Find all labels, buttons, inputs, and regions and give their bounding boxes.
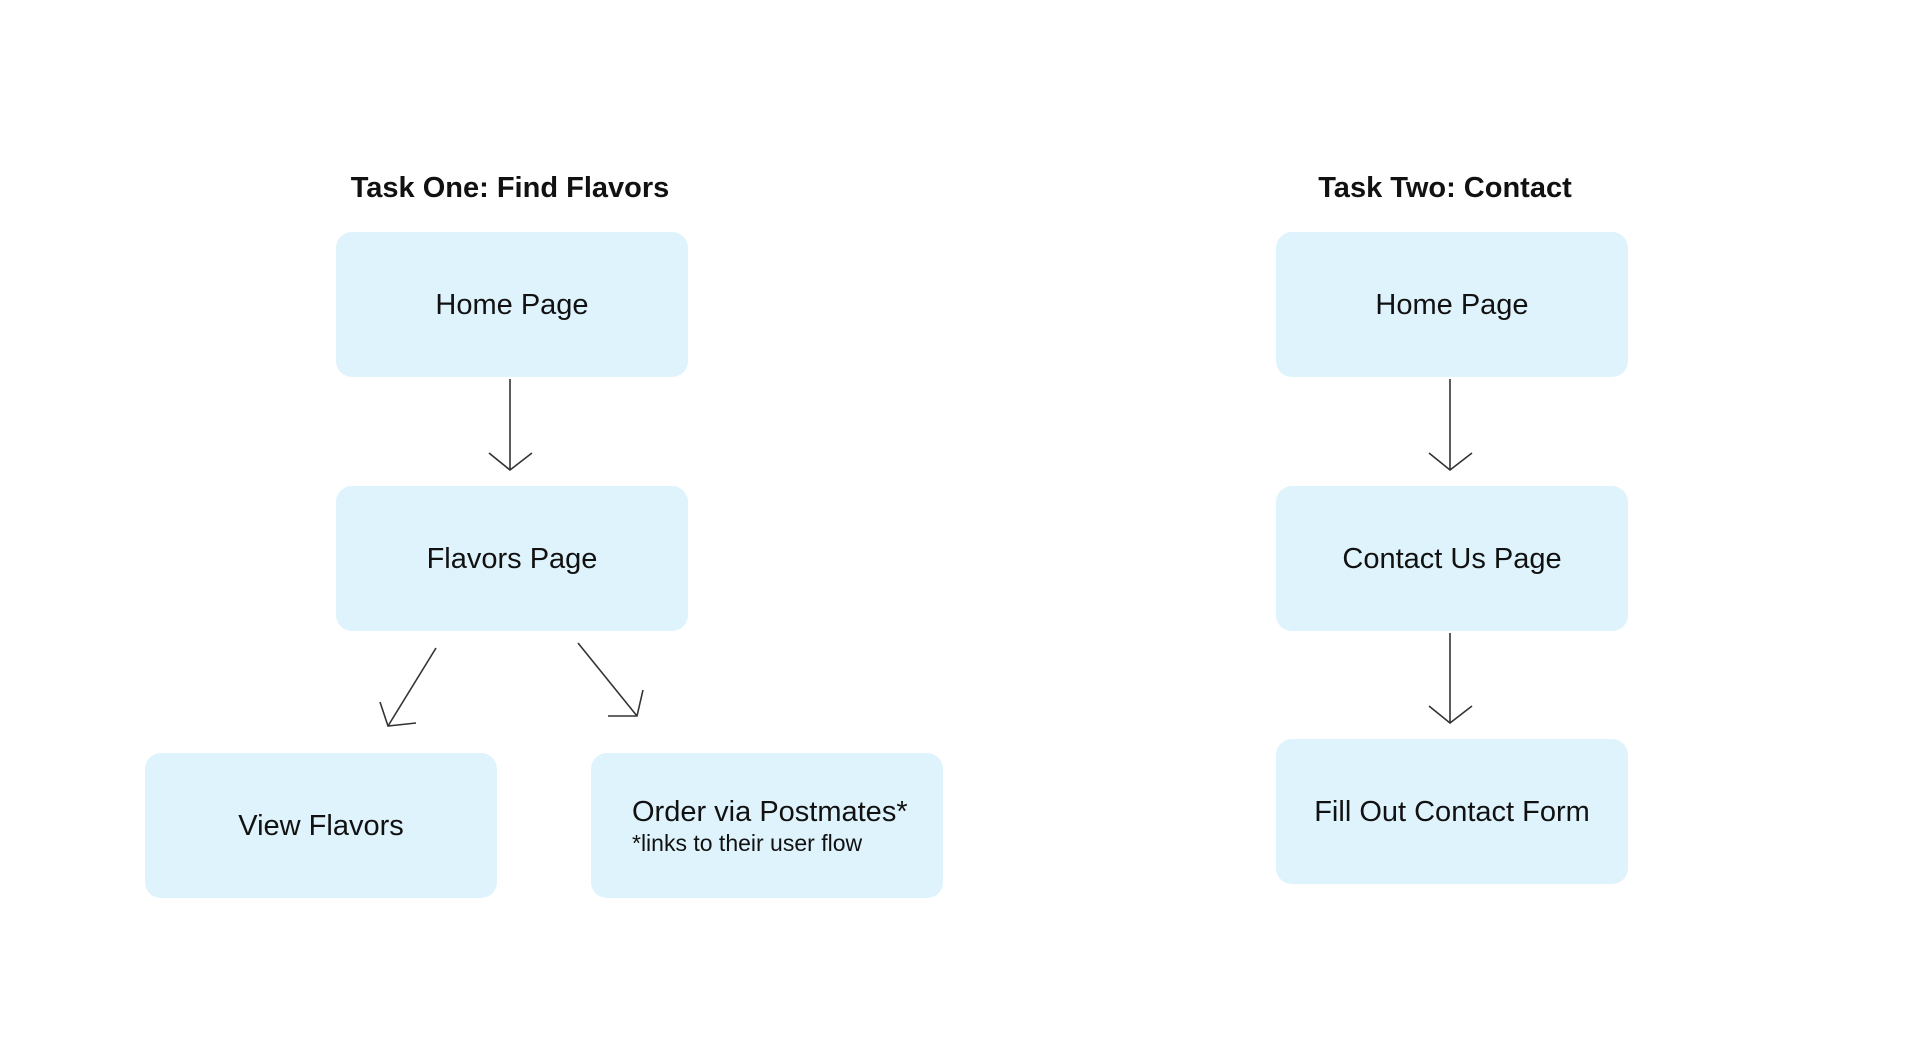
task-two-contact-node: Contact Us Page	[1276, 486, 1628, 631]
arrow-contact-to-form	[1428, 633, 1473, 725]
arrow-home-to-contact	[1428, 379, 1473, 472]
task-one-home-node: Home Page	[336, 232, 688, 377]
task-two-title: Task Two: Contact	[1318, 172, 1572, 204]
task-one-flavors-label: Flavors Page	[426, 542, 598, 575]
task-one-order-node: Order via Postmates* *links to their use…	[591, 753, 943, 898]
task-one-flavors-node: Flavors Page	[336, 486, 688, 631]
task-one-title: Task One: Find Flavors	[350, 172, 670, 204]
task-one-home-label: Home Page	[435, 288, 589, 321]
task-two-form-node: Fill Out Contact Form	[1276, 739, 1628, 884]
task-two-home-label: Home Page	[1375, 288, 1529, 321]
task-one-order-note: *links to their user flow	[632, 829, 863, 856]
task-two-home-node: Home Page	[1276, 232, 1628, 377]
task-two-form-label: Fill Out Contact Form	[1314, 795, 1590, 828]
task-two-contact-label: Contact Us Page	[1342, 542, 1562, 575]
arrow-flavors-to-order	[577, 642, 644, 717]
task-one-view-flavors-node: View Flavors	[145, 753, 497, 898]
task-one-view-flavors-label: View Flavors	[238, 809, 404, 842]
task-one-order-label: Order via Postmates*	[632, 795, 908, 828]
arrow-flavors-to-view	[379, 647, 437, 727]
arrow-home-to-flavors	[488, 379, 533, 472]
